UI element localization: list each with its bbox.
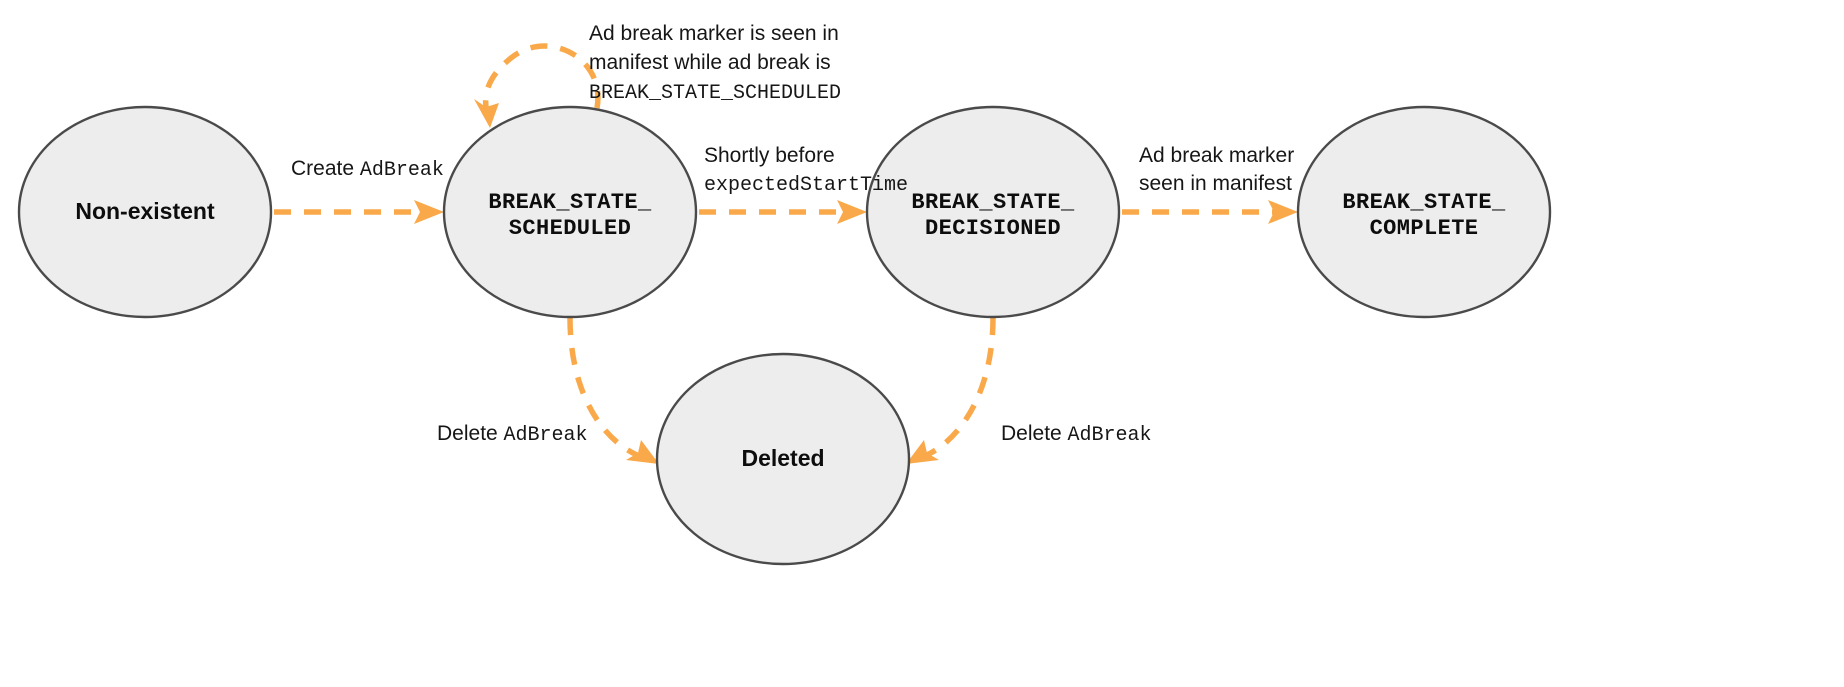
- edge-delete-adbreak-from-decisioned: [906, 317, 996, 464]
- node-break-state-complete-label-line2: COMPLETE: [1370, 216, 1479, 241]
- edge-label-delete-from-scheduled: Delete AdBreak: [437, 422, 588, 447]
- edge-scheduled-self-loop-path: [482, 43, 601, 114]
- edge-shortly-before-expected-start-time: [699, 200, 867, 224]
- edge-label-marker-seen-line2: seen in manifest: [1139, 172, 1292, 195]
- edge-delete-from-scheduled-arrowhead: [626, 440, 659, 464]
- edge-label-self-loop-line2: manifest while ad break is: [589, 51, 831, 74]
- edge-label-shortly-before-line2: expectedStartTime: [704, 174, 908, 197]
- node-break-state-scheduled-shape[interactable]: [442, 105, 698, 319]
- node-non-existent-label: Non-existent: [75, 198, 215, 224]
- edge-label-shortly-before-line1: Shortly before: [704, 144, 835, 167]
- edge-label-marker-seen-line1: Ad break marker: [1139, 144, 1294, 167]
- edge-create-adbreak-arrowhead: [414, 200, 444, 224]
- edge-ad-break-marker-seen-in-manifest: [1122, 200, 1298, 224]
- node-break-state-decisioned-label-line1: BREAK_STATE_: [911, 190, 1075, 215]
- node-break-state-decisioned-label-line2: DECISIONED: [925, 216, 1061, 241]
- edge-label-delete-from-decisioned-text: Delete AdBreak: [1001, 422, 1152, 447]
- edge-label-shortly-before: Shortly before expectedStartTime: [704, 144, 908, 197]
- node-non-existent[interactable]: Non-existent: [17, 105, 273, 319]
- node-deleted[interactable]: Deleted: [655, 352, 911, 566]
- node-deleted-shape[interactable]: [655, 352, 911, 566]
- node-break-state-complete-shape[interactable]: [1296, 105, 1552, 319]
- edge-label-create-adbreak: Create AdBreak: [291, 157, 444, 182]
- node-break-state-complete[interactable]: BREAK_STATE_ COMPLETE: [1296, 105, 1552, 319]
- edge-delete-from-decisioned-arrowhead: [906, 440, 939, 464]
- edge-delete-from-scheduled-path: [567, 317, 639, 458]
- node-break-state-decisioned-shape[interactable]: [865, 105, 1121, 319]
- node-break-state-complete-label-line1: BREAK_STATE_: [1342, 190, 1506, 215]
- node-break-state-scheduled-label-line1: BREAK_STATE_: [488, 190, 652, 215]
- edge-label-scheduled-self-loop: Ad break marker is seen in manifest whil…: [589, 22, 841, 105]
- edge-shortly-before-arrowhead: [837, 200, 867, 224]
- edge-label-delete-from-scheduled-text: Delete AdBreak: [437, 422, 588, 447]
- edge-marker-seen-arrowhead: [1268, 200, 1298, 224]
- node-deleted-label: Deleted: [741, 445, 824, 471]
- node-non-existent-shape[interactable]: [17, 105, 273, 319]
- edge-delete-adbreak-from-scheduled: [567, 317, 659, 464]
- node-break-state-scheduled[interactable]: BREAK_STATE_ SCHEDULED: [442, 105, 698, 319]
- edge-scheduled-self-loop: [474, 43, 601, 128]
- edge-label-marker-seen-in-manifest: Ad break marker seen in manifest: [1139, 144, 1294, 195]
- edge-create-adbreak: [274, 200, 444, 224]
- node-break-state-decisioned[interactable]: BREAK_STATE_ DECISIONED: [865, 105, 1121, 319]
- edge-label-self-loop-line3: BREAK_STATE_SCHEDULED: [589, 82, 841, 105]
- node-break-state-scheduled-label-line2: SCHEDULED: [509, 216, 631, 241]
- edge-label-delete-from-decisioned: Delete AdBreak: [1001, 422, 1152, 447]
- edge-delete-from-decisioned-path: [925, 317, 996, 458]
- edge-label-self-loop-line1: Ad break marker is seen in: [589, 22, 839, 45]
- edge-scheduled-self-loop-arrowhead: [474, 99, 499, 128]
- edge-label-create-adbreak-text: Create AdBreak: [291, 157, 444, 182]
